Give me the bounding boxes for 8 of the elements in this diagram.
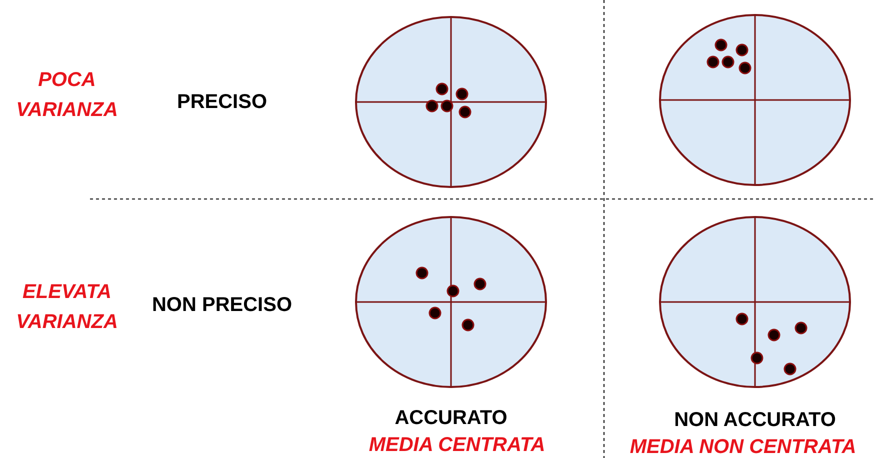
column-label: MEDIA NON CENTRATA xyxy=(628,435,858,458)
column-label: ACCURATO xyxy=(394,406,508,431)
row-label: POCA VARIANZA xyxy=(15,68,119,123)
row-label: ELEVATA VARIANZA xyxy=(15,280,119,335)
row-label: PRECISO xyxy=(176,90,268,115)
column-label: NON ACCURATO xyxy=(673,408,837,433)
column-label: MEDIA CENTRATA xyxy=(368,433,546,458)
row-label: NON PRECISO xyxy=(150,293,294,318)
